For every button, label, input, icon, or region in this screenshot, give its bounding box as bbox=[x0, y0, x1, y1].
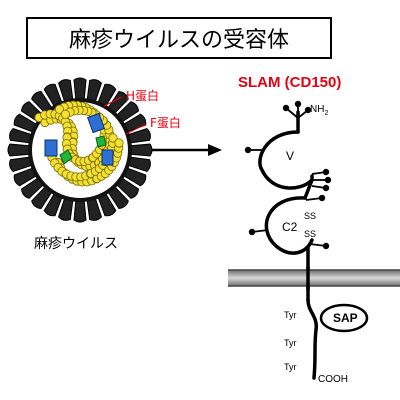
glycoprotein-spike bbox=[9, 128, 35, 144]
glycoprotein-spike bbox=[86, 195, 102, 221]
cooh-label: COOH bbox=[318, 374, 348, 385]
glycoprotein-spike bbox=[43, 83, 64, 110]
binding-arrow bbox=[152, 144, 222, 156]
internal-protein-green-2 bbox=[95, 135, 107, 148]
glycoprotein-spike bbox=[73, 77, 87, 103]
domain-v-label: V bbox=[286, 149, 295, 163]
nh2-label: NH2 bbox=[310, 104, 328, 117]
glycoprotein-spike bbox=[106, 91, 129, 116]
rnp-bead bbox=[108, 133, 118, 143]
glycoprotein-spike bbox=[43, 190, 64, 217]
tyr-label-1: Tyr bbox=[284, 310, 297, 320]
glycoprotein-spike bbox=[31, 184, 54, 209]
v-domain-loop bbox=[258, 130, 314, 190]
v-c2-linker bbox=[303, 178, 314, 200]
title-box: 麻疹ウイルスの受容体 bbox=[26, 17, 332, 59]
glycan-head bbox=[324, 176, 332, 184]
rnp-bead bbox=[114, 138, 124, 148]
glycoprotein-spike bbox=[58, 195, 74, 221]
internal-protein-blue-1 bbox=[44, 139, 58, 157]
internal-protein-green-1 bbox=[59, 149, 73, 165]
glycoprotein-spike bbox=[21, 176, 46, 199]
internal-protein-blue-2 bbox=[86, 112, 106, 134]
glycan-head bbox=[322, 242, 330, 250]
glycan-head bbox=[294, 100, 302, 108]
glycoprotein-spike bbox=[31, 91, 54, 116]
glycoprotein-spike bbox=[9, 156, 35, 172]
internal-protein-blue-3 bbox=[101, 149, 114, 166]
nh2-text: NH bbox=[310, 104, 325, 115]
glycan-head bbox=[304, 106, 312, 114]
nh2-subscript: 2 bbox=[324, 110, 329, 117]
glycoprotein-spike bbox=[120, 113, 147, 134]
sap-label: SAP bbox=[333, 311, 358, 325]
glycoprotein-spike bbox=[58, 79, 74, 105]
glycoprotein-spike bbox=[114, 101, 139, 124]
h-protein-leader bbox=[103, 96, 123, 107]
rnp-bead bbox=[54, 104, 65, 114]
cell-membrane bbox=[228, 270, 400, 286]
glycosylation-sites bbox=[244, 100, 332, 250]
glycoprotein-spike bbox=[86, 79, 102, 105]
virus-label: 麻疹ウイルス bbox=[34, 236, 118, 252]
tyr-label-2: Tyr bbox=[284, 338, 297, 348]
glycoprotein-spike bbox=[125, 156, 151, 172]
glycoprotein-spike bbox=[114, 176, 139, 199]
c2-domain-loop bbox=[264, 196, 314, 255]
glycan-head bbox=[282, 104, 290, 112]
cytoplasmic-tail bbox=[306, 298, 318, 380]
glycoprotein-spike bbox=[13, 113, 40, 134]
f-protein-leader bbox=[125, 123, 147, 135]
glycan-head bbox=[322, 168, 330, 176]
h-protein-label: H蛋白 bbox=[126, 89, 160, 103]
glycan-head bbox=[248, 228, 256, 236]
sap-protein bbox=[319, 303, 369, 333]
glycoprotein-spike bbox=[96, 83, 117, 110]
glycoprotein-spike bbox=[96, 190, 117, 217]
glycan-head bbox=[318, 194, 326, 202]
virus-envelope-spikes bbox=[7, 77, 153, 223]
disulfide-bond-1: SS bbox=[304, 211, 317, 221]
glycoprotein-spike bbox=[7, 143, 33, 157]
disulfide-bond-2: SS bbox=[304, 229, 317, 239]
glycoprotein-spike bbox=[106, 184, 129, 209]
glycoprotein-spike bbox=[120, 166, 147, 187]
measles-virus bbox=[7, 77, 153, 223]
receptor-title: SLAM (CD150) bbox=[238, 74, 342, 91]
glycan-head bbox=[244, 146, 252, 154]
glycoprotein-spike bbox=[73, 197, 87, 223]
domain-c2-label: C2 bbox=[282, 220, 298, 234]
glycan-head bbox=[322, 184, 330, 192]
f-protein-label: F蛋白 bbox=[150, 116, 181, 130]
glycoprotein-spike bbox=[127, 143, 153, 157]
rnp-bead bbox=[60, 109, 71, 119]
glycoprotein-spike bbox=[125, 128, 151, 144]
page-title: 麻疹ウイルスの受容体 bbox=[68, 28, 289, 53]
glycoprotein-spike bbox=[13, 166, 40, 187]
tyr-label-3: Tyr bbox=[284, 362, 297, 372]
